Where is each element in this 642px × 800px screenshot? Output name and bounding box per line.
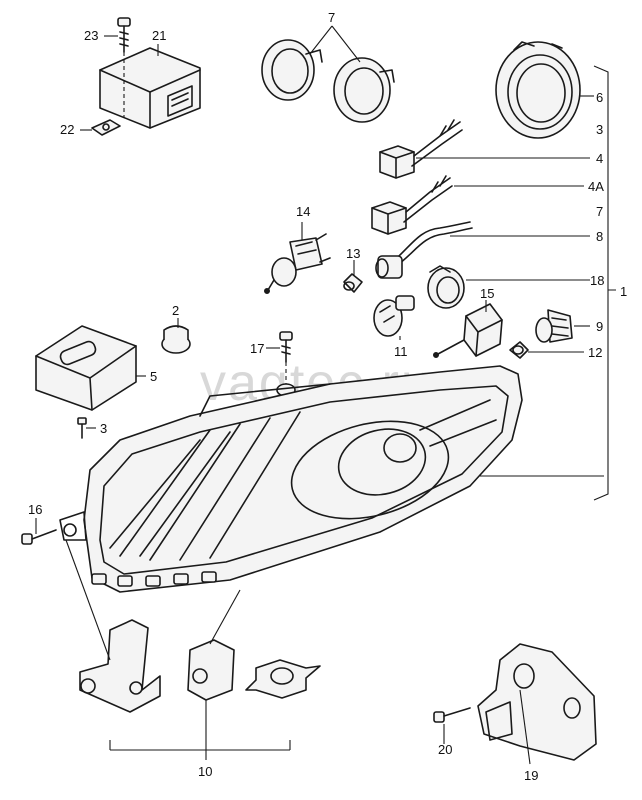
bulb-12 — [509, 341, 529, 359]
callout-23: 23 — [84, 28, 98, 43]
callout-10: 10 — [198, 764, 212, 779]
ballast-5 — [35, 325, 137, 411]
callout-6: 6 — [596, 90, 603, 105]
screw-23 — [117, 17, 131, 53]
bracket-19 — [477, 643, 597, 761]
callout-14: 14 — [296, 204, 310, 219]
callout-20: 20 — [438, 742, 452, 757]
leader-lines — [35, 25, 616, 765]
bulb-13 — [343, 273, 363, 293]
callout-7-top: 7 — [328, 10, 335, 25]
control-unit-21 — [99, 47, 201, 129]
callout-labels: 23 21 22 7 6 3 4 4A 7 8 14 13 18 1 15 2 … — [28, 10, 627, 783]
callout-19: 19 — [524, 768, 538, 783]
screw-17 — [276, 331, 296, 397]
callout-12: 12 — [588, 345, 602, 360]
bulb-14 — [264, 233, 331, 294]
callout-4A: 4A — [588, 179, 604, 194]
callout-9: 9 — [596, 319, 603, 334]
connector-4 — [379, 119, 463, 179]
bracket-10-left — [79, 619, 161, 713]
callout-15: 15 — [480, 286, 494, 301]
callout-7-right: 7 — [596, 204, 603, 219]
callout-11: 11 — [394, 344, 408, 359]
callout-2: 2 — [172, 303, 179, 318]
socket-18 — [427, 265, 465, 309]
callout-5: 5 — [150, 369, 157, 384]
cap-7-right — [333, 57, 395, 123]
callout-13: 13 — [346, 246, 360, 261]
callout-4: 4 — [596, 151, 603, 166]
holder-9 — [535, 309, 573, 343]
xenon-bulb-15 — [433, 303, 503, 358]
cap-2 — [161, 325, 191, 354]
cover-6 — [495, 41, 581, 139]
callout-17: 17 — [250, 341, 264, 356]
callout-8: 8 — [596, 229, 603, 244]
callout-3-right: 3 — [596, 122, 603, 137]
cap-7-left — [261, 39, 323, 101]
bracket-10-right — [245, 659, 321, 699]
screw-16 — [21, 529, 57, 545]
callout-21: 21 — [152, 28, 166, 43]
connector-4A — [371, 175, 453, 235]
clip-nut-22 — [91, 119, 121, 136]
bracket-10-mid — [187, 639, 235, 701]
callout-16: 16 — [28, 502, 42, 517]
screw-3 — [77, 417, 87, 439]
callout-18: 18 — [590, 273, 604, 288]
callout-22: 22 — [60, 122, 74, 137]
callout-1: 1 — [620, 284, 627, 299]
bulb-11 — [373, 295, 415, 337]
headlamp-housing-1 — [59, 365, 523, 593]
callout-3-left: 3 — [100, 421, 107, 436]
screw-20 — [433, 707, 471, 723]
socket-8 — [375, 221, 473, 279]
